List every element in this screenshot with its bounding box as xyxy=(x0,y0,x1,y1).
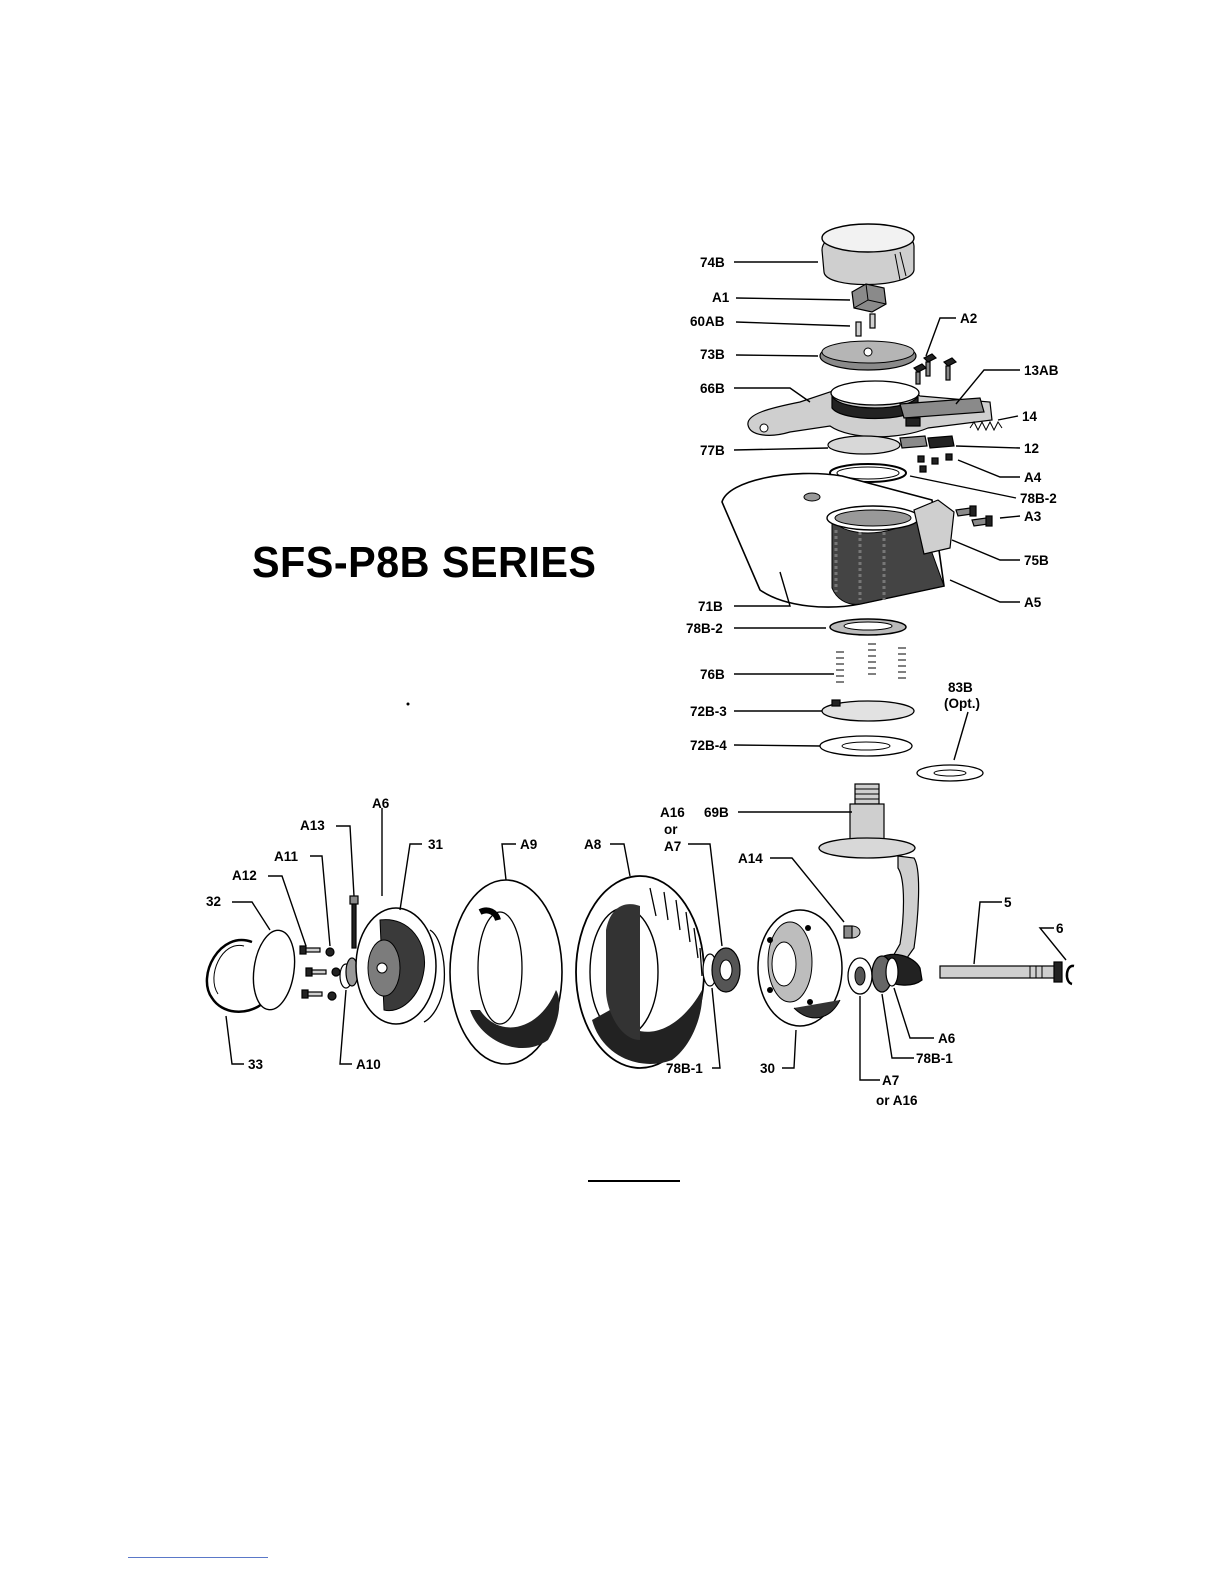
callout-78B-2-lower: 78B-2 xyxy=(686,621,723,636)
callout-73B: 73B xyxy=(700,347,725,362)
callout-75B: 75B xyxy=(1024,553,1049,568)
callout-or: or xyxy=(664,822,678,837)
part-A8-tire xyxy=(576,876,704,1068)
callout-12: 12 xyxy=(1024,441,1039,456)
part-A4-pins xyxy=(918,454,952,472)
callout-76B: 76B xyxy=(700,667,725,682)
part-71B-housing xyxy=(722,474,944,608)
part-A1-nut xyxy=(852,284,886,312)
callout-A11: A11 xyxy=(274,849,299,864)
part-72B-3-plate xyxy=(822,700,914,721)
callout-A2: A2 xyxy=(960,311,977,326)
part-A13-valve xyxy=(350,896,358,948)
callout-32: 32 xyxy=(206,894,221,909)
callout-14: 14 xyxy=(1022,409,1038,424)
part-76B-springs xyxy=(836,644,906,682)
part-A14-fitting xyxy=(844,926,860,938)
part-78B-2-race-lower xyxy=(830,619,906,635)
callout-31: 31 xyxy=(428,837,444,852)
part-77B-plate xyxy=(828,436,900,454)
callout-A5: A5 xyxy=(1024,595,1042,610)
callout-30: 30 xyxy=(760,1061,775,1076)
callout-78B-1-right: 78B-1 xyxy=(916,1051,953,1066)
callout-66B: 66B xyxy=(700,381,725,396)
part-14-spring xyxy=(970,422,1002,430)
callout-A12: A12 xyxy=(232,868,257,883)
part-74B-cap xyxy=(822,224,914,285)
part-A12-bolts xyxy=(300,946,326,998)
callout-A4: A4 xyxy=(1024,470,1042,485)
callout-71B: 71B xyxy=(698,599,723,614)
callout-A9: A9 xyxy=(520,837,537,852)
part-66B-arm xyxy=(748,381,992,437)
callout-A16-top: A16 xyxy=(660,805,685,820)
callout-69B: 69B xyxy=(704,805,729,820)
callout-13AB: 13AB xyxy=(1024,363,1059,378)
callout-74B: 74B xyxy=(700,255,725,270)
part-A6-bearing-right xyxy=(886,958,898,986)
callout-A1: A1 xyxy=(712,290,730,305)
callout-A6-right: A6 xyxy=(938,1031,956,1046)
callout-A13: A13 xyxy=(300,818,325,833)
callout-72B-4: 72B-4 xyxy=(690,738,727,753)
callout-A14: A14 xyxy=(738,851,763,866)
part-A9-tube xyxy=(450,880,562,1064)
callout-72B-3: 72B-3 xyxy=(690,704,727,719)
part-A2-screws xyxy=(914,354,956,384)
callout-A10: A10 xyxy=(356,1057,381,1072)
part-32-hubcap xyxy=(249,928,300,1013)
part-60AB-pins xyxy=(856,314,875,336)
part-30-wheel-half xyxy=(758,910,842,1026)
callout-A3: A3 xyxy=(1024,509,1042,524)
part-A7-bearing-right xyxy=(848,958,872,994)
callout-60AB: 60AB xyxy=(690,314,725,329)
callout-or-A16: or A16 xyxy=(876,1093,918,1108)
part-A11-nuts xyxy=(326,948,340,1000)
part-5-axle xyxy=(940,962,1062,982)
part-83B-washer xyxy=(917,765,983,781)
callout-77B: 77B xyxy=(700,443,725,458)
callout-83B: 83B xyxy=(948,680,973,695)
part-31-wheel-half xyxy=(356,908,444,1024)
part-12-plate xyxy=(900,436,954,448)
callout-78B-1-left: 78B-1 xyxy=(666,1061,703,1076)
part-A3-screws xyxy=(956,506,992,526)
footer-line xyxy=(128,1557,268,1558)
callout-A7-top: A7 xyxy=(664,839,681,854)
callout-A6-top: A6 xyxy=(372,796,390,811)
part-73B-plate xyxy=(820,341,916,370)
separator-rule xyxy=(588,1180,680,1182)
callout-78B-2-upper: 78B-2 xyxy=(1020,491,1057,506)
callout-A8: A8 xyxy=(584,837,602,852)
part-A7-bearing-left xyxy=(712,948,740,992)
callout-83B-opt: (Opt.) xyxy=(944,696,980,711)
callout-33: 33 xyxy=(248,1057,264,1072)
callout-A7-bottom: A7 xyxy=(882,1073,899,1088)
callout-6: 6 xyxy=(1056,921,1064,936)
callout-5: 5 xyxy=(1004,895,1012,910)
part-6-clip xyxy=(1067,966,1074,984)
part-72B-4-washer xyxy=(820,736,912,756)
